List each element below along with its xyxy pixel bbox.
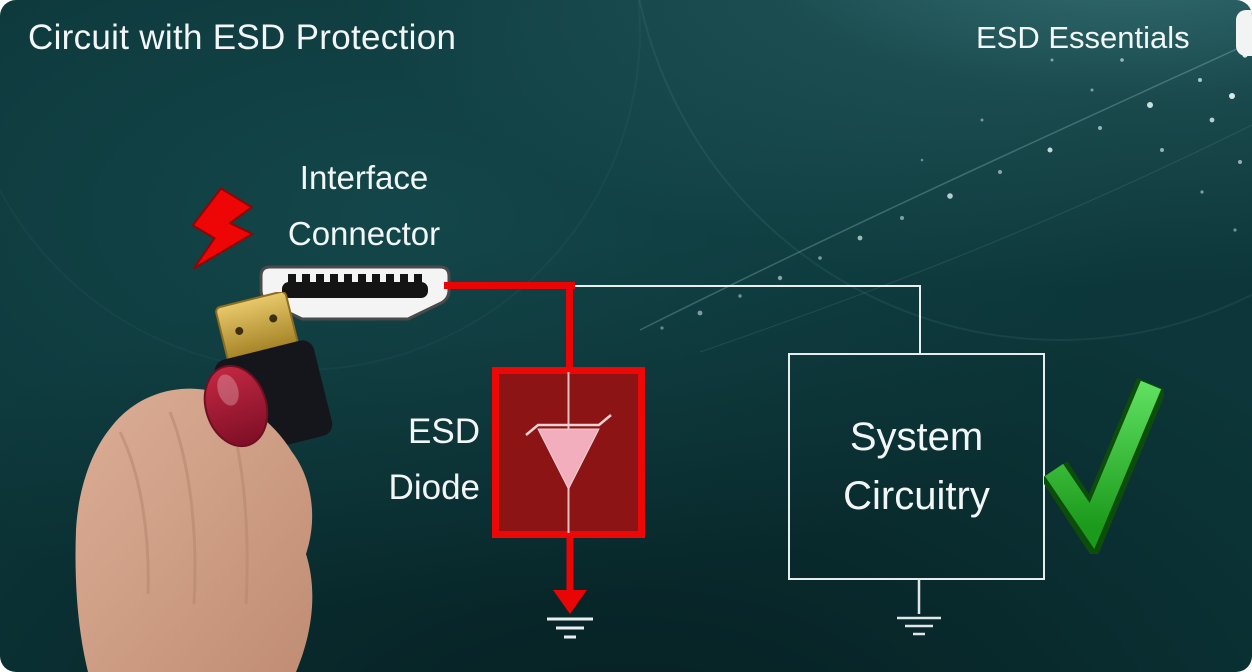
- system-circuitry-label-line1: System: [849, 414, 984, 459]
- wire-down-to-system-box: [919, 285, 921, 355]
- esd-diode-label-line1: ESD: [408, 412, 480, 451]
- esd-diode-label-line2: Diode: [388, 468, 480, 507]
- system-circuitry-box: System Circuitry: [788, 353, 1045, 580]
- wire-connector-to-junction: [444, 282, 575, 289]
- system-circuitry-label-line2: Circuitry: [843, 473, 990, 518]
- brand-logo: [1236, 10, 1252, 56]
- slide-title: Circuit with ESD Protection: [28, 18, 457, 57]
- lightning-bolt-icon: [191, 188, 255, 270]
- brand-text: ESD Essentials: [976, 20, 1190, 55]
- wire-junction-to-system: [575, 285, 921, 287]
- arrow-to-ground: [553, 536, 587, 614]
- hdmi-connector-graphic: [259, 265, 451, 321]
- interface-connector-label: Interface Connector: [258, 150, 470, 262]
- green-checkmark-icon: [1044, 377, 1164, 554]
- interface-connector-label-line1: Interface: [299, 159, 429, 196]
- hand-photo: [75, 292, 333, 672]
- ground-icon-diode: [547, 617, 593, 639]
- interface-connector-label-line2: Connector: [287, 215, 441, 252]
- zener-diode-icon: [525, 372, 612, 533]
- esd-diode-label: ESD Diode: [360, 404, 480, 516]
- wire-down-to-diode: [566, 282, 573, 374]
- ground-icon-system: [897, 578, 941, 636]
